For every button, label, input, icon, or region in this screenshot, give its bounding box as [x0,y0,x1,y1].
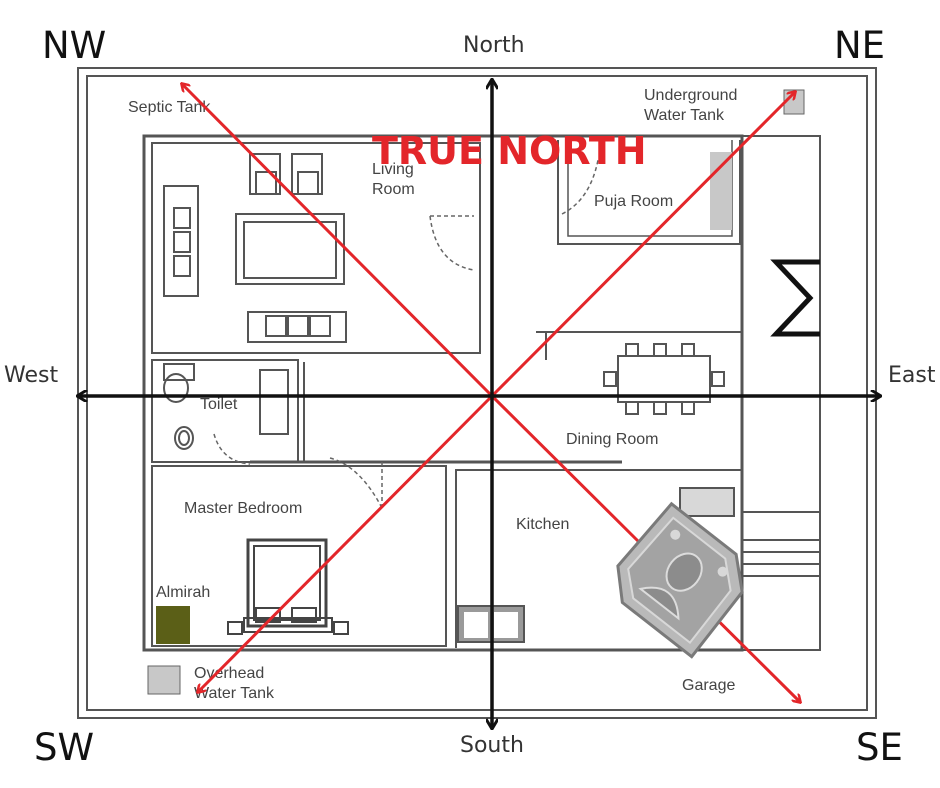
living-room-walls [151,142,481,354]
puja-room-door [561,159,599,215]
house-walls [142,134,821,652]
septic-tank-label: Septic Tank [128,99,211,116]
living-room-door [429,215,475,271]
almirah-label: Almirah [156,584,210,601]
kitchen-counter [679,487,735,517]
arrow-to-ne [490,92,795,398]
underground-tank-label-2: Water Tank [644,107,725,124]
overhead-water-tank [147,665,181,695]
master-bedroom-label: Master Bedroom [184,500,302,517]
living-room-label: Living [372,161,414,178]
toilet-door [213,433,251,465]
puja-room-walls [557,140,741,245]
west-label: West [4,363,58,388]
overhead-tank-label-2: Water Tank [194,685,275,702]
underground-tank-label: Underground [644,87,737,104]
toilet-fixtures [163,363,289,450]
dining-room-walls [536,331,743,520]
ne-label: NE [834,24,885,67]
dining-room-label: Dining Room [566,431,658,448]
master-bedroom-walls [151,465,447,647]
puja-room-label: Puja Room [594,193,673,210]
north-label: North [463,33,525,58]
dining-table [603,343,725,415]
east-label: East [888,363,936,388]
garage-label: Garage [682,677,735,694]
overhead-tank-label: Overhead [194,665,264,682]
diagonal-arrows [182,84,800,702]
kitchen-walls [455,469,742,648]
yantra-plate [616,501,744,659]
living-room-furniture [163,153,347,343]
entrance-symbol [770,259,820,337]
almirah [156,606,190,644]
toilet-walls [151,359,299,463]
cardinal-axes [78,80,880,728]
se-label: SE [856,726,903,769]
living-room-label-2: Room [372,181,415,198]
arrow-to-sw [198,394,494,692]
arrow-to-nw [182,84,494,398]
nw-label: NW [42,24,106,67]
sw-label: SW [34,726,94,769]
stairs [742,539,820,577]
bedroom-door [329,457,383,510]
south-label: South [460,733,524,758]
true-north-label: TRUE NORTH [372,129,647,173]
puja-shelf [710,152,732,230]
master-bed [227,538,349,635]
kitchen-label: Kitchen [516,516,569,533]
toilet-label: Toilet [200,396,238,413]
